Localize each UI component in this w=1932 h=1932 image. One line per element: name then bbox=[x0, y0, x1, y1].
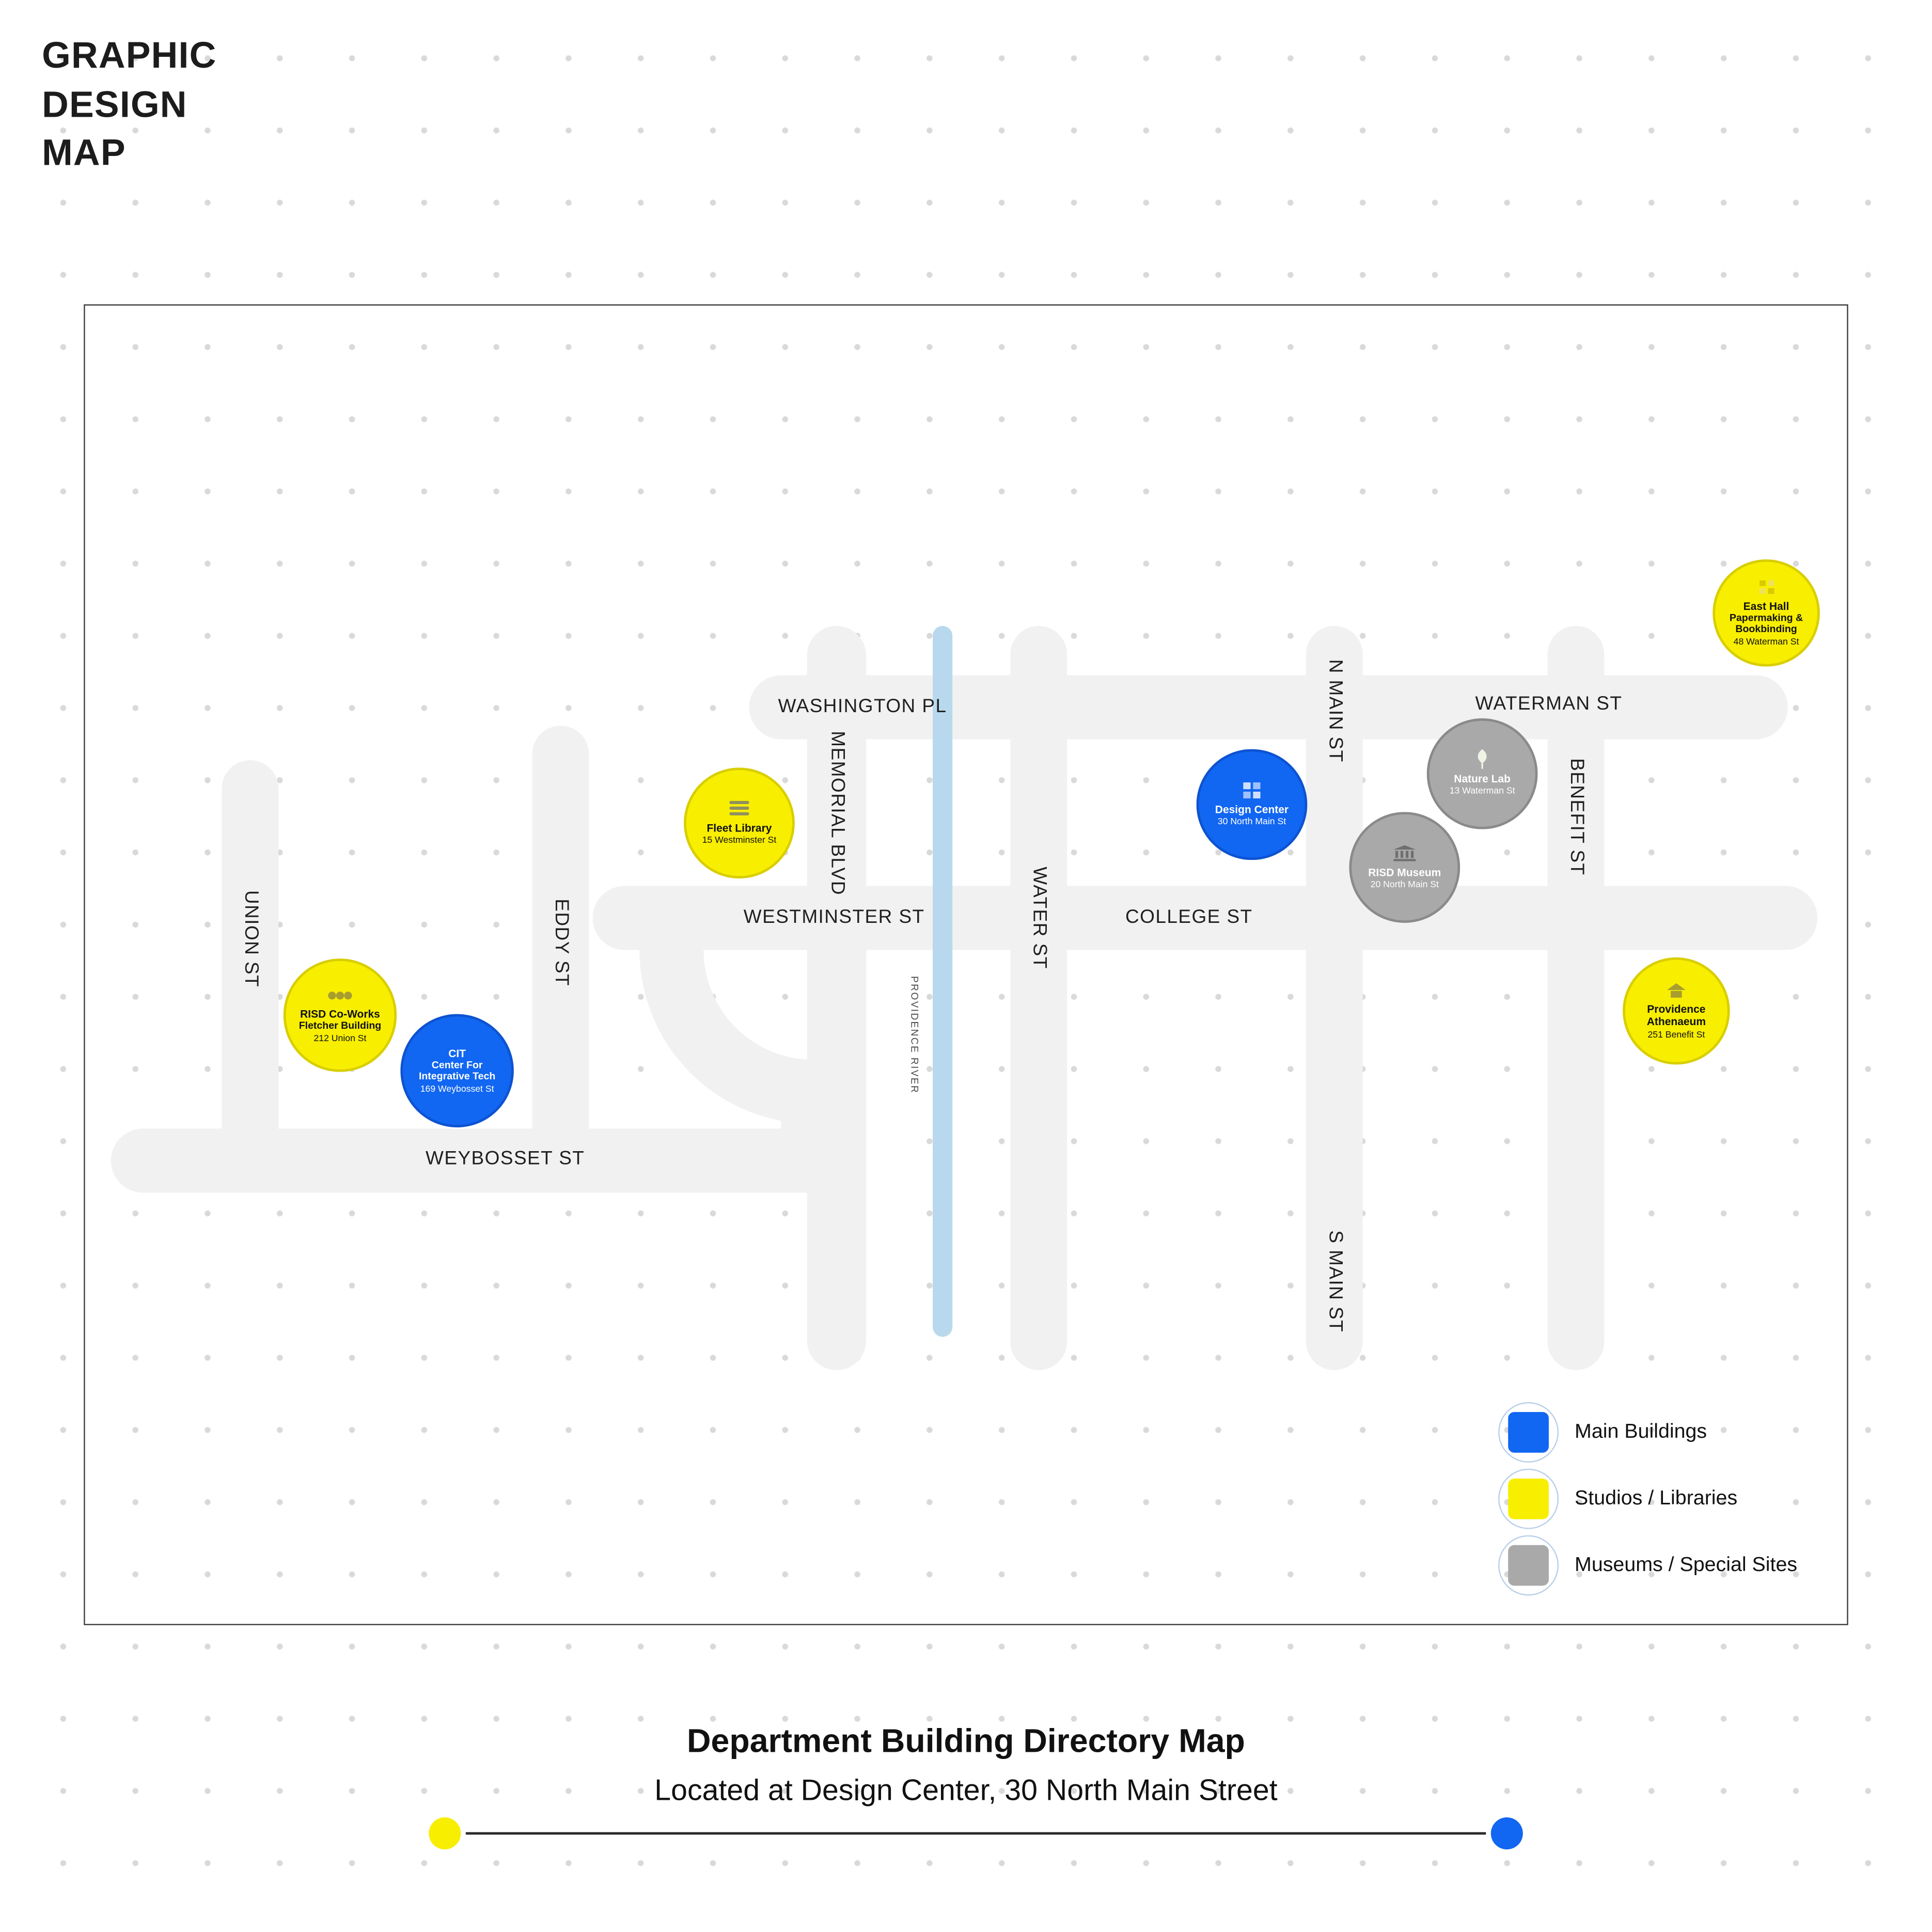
building-marker-design-center: Design Center 30 North Main St bbox=[1196, 749, 1308, 860]
building-subname: Papermaking & Bookbinding bbox=[1729, 612, 1803, 635]
street-label-union-st: UNION ST bbox=[240, 890, 261, 988]
legend-label: Museums / Special Sites bbox=[1575, 1553, 1798, 1576]
yellow-endpoint-dot bbox=[429, 1817, 461, 1850]
building-marker-risd-coworks: RISD Co-Works Fletcher Building 212 Unio… bbox=[283, 959, 397, 1072]
street-label-college-st: COLLEGE ST bbox=[1125, 906, 1253, 928]
legend-label: Main Buildings bbox=[1575, 1420, 1707, 1443]
building-marker-risd-museum: RISD Museum 20 North Main St bbox=[1349, 812, 1460, 923]
street-eddy bbox=[532, 726, 589, 1161]
street-water bbox=[1010, 625, 1067, 1371]
building-address: 212 Union St bbox=[313, 1032, 367, 1044]
legend: Main Buildings Studios / Libraries Museu… bbox=[1498, 1402, 1797, 1596]
leaf-icon bbox=[1473, 749, 1490, 769]
legend-label: Studios / Libraries bbox=[1575, 1487, 1738, 1510]
street-benefit bbox=[1547, 625, 1605, 1371]
legend-item-main-buildings: Main Buildings bbox=[1498, 1402, 1797, 1463]
museums-special-sites-swatch bbox=[1508, 1545, 1549, 1586]
street-washington-waterman bbox=[749, 675, 1788, 740]
legend-swatch-circle bbox=[1498, 1402, 1559, 1463]
street-label-providence-river: PROVIDENCE RIVER bbox=[908, 976, 920, 1094]
main-buildings-swatch bbox=[1508, 1412, 1549, 1453]
street-label-westminster-st: WESTMINSTER ST bbox=[743, 906, 925, 928]
building-address: 15 Westminster St bbox=[702, 835, 777, 846]
legend-swatch-circle bbox=[1498, 1535, 1559, 1596]
street-label-washington-pl: WASHINGTON PL bbox=[778, 696, 947, 717]
building-name: RISD Co-Works bbox=[300, 1008, 380, 1020]
building-address: 13 Waterman St bbox=[1449, 785, 1515, 797]
building-name: Nature Lab bbox=[1454, 772, 1511, 785]
building-marker-fleet-library: Fleet Library 15 Westminster St bbox=[684, 767, 795, 879]
street-label-waterman-st: WATERMAN ST bbox=[1475, 694, 1623, 715]
building-address: 251 Benefit St bbox=[1647, 1028, 1705, 1040]
logo: GRAPHIC DESIGN MAP bbox=[42, 32, 216, 178]
library-stack-icon bbox=[729, 799, 749, 818]
people-icon bbox=[328, 986, 353, 1004]
street-label-benefit-st: BENEFIT ST bbox=[1566, 758, 1587, 876]
building-address: 48 Waterman St bbox=[1733, 636, 1799, 647]
building-marker-east-hall: East Hall Papermaking & Bookbinding 48 W… bbox=[1713, 559, 1820, 667]
building-name: Fleet Library bbox=[706, 821, 772, 834]
building-marker-nature-lab: Nature Lab 13 Waterman St bbox=[1426, 718, 1538, 829]
footer-title: Department Building Directory Map bbox=[687, 1722, 1245, 1760]
building-address: 20 North Main St bbox=[1370, 878, 1439, 890]
logo-line-2: DESIGN bbox=[42, 84, 187, 125]
logo-line-3: MAP bbox=[42, 133, 126, 174]
building-marker-providence-athenaeum: Providence Athenaeum 251 Benefit St bbox=[1623, 957, 1730, 1065]
building-address: 169 Weybosset St bbox=[420, 1082, 494, 1094]
building-subname: Fletcher Building bbox=[299, 1020, 382, 1032]
legend-swatch-circle bbox=[1498, 1468, 1559, 1529]
building-name: RISD Museum bbox=[1368, 866, 1441, 878]
street-label-n-main-st: N MAIN ST bbox=[1324, 659, 1346, 763]
legend-item-studios-libraries: Studios / Libraries bbox=[1498, 1468, 1797, 1529]
street-label-eddy-st: EDDY ST bbox=[551, 899, 572, 986]
building-name: CIT bbox=[448, 1046, 466, 1059]
house-icon bbox=[1667, 981, 1686, 1000]
street-label-water-st: WATER ST bbox=[1029, 867, 1050, 969]
building-name: Design Center bbox=[1215, 803, 1289, 815]
providence-river bbox=[933, 625, 953, 1337]
museum-columns-icon bbox=[1393, 844, 1416, 862]
street-main bbox=[1306, 625, 1363, 1371]
blue-endpoint-dot bbox=[1490, 1817, 1523, 1850]
logo-line-1: GRAPHIC bbox=[42, 36, 217, 76]
studios-libraries-swatch bbox=[1508, 1478, 1549, 1519]
footer-subtitle: Located at Design Center, 30 North Main … bbox=[654, 1774, 1278, 1808]
footer-divider-line bbox=[465, 1832, 1486, 1835]
building-address: 30 North Main St bbox=[1217, 816, 1286, 827]
street-union bbox=[222, 760, 279, 1161]
window-grid-icon bbox=[1758, 578, 1774, 596]
building-name: Providence Athenaeum bbox=[1646, 1003, 1706, 1028]
window-grid-icon bbox=[1243, 781, 1261, 799]
street-label-memorial-blvd: MEMORIAL BLVD bbox=[826, 731, 848, 896]
street-label-s-main-st: S MAIN ST bbox=[1324, 1230, 1346, 1333]
building-name: East Hall bbox=[1743, 600, 1789, 612]
building-subname: Center For Integrative Tech bbox=[418, 1059, 496, 1082]
legend-item-museums-special-sites: Museums / Special Sites bbox=[1498, 1535, 1797, 1596]
building-marker-cit: CIT Center For Integrative Tech 169 Weyb… bbox=[400, 1014, 514, 1128]
street-westminster-college bbox=[592, 886, 1818, 950]
map-frame bbox=[84, 304, 1848, 1625]
street-label-weybosset-st: WEYBOSSET ST bbox=[426, 1148, 585, 1170]
